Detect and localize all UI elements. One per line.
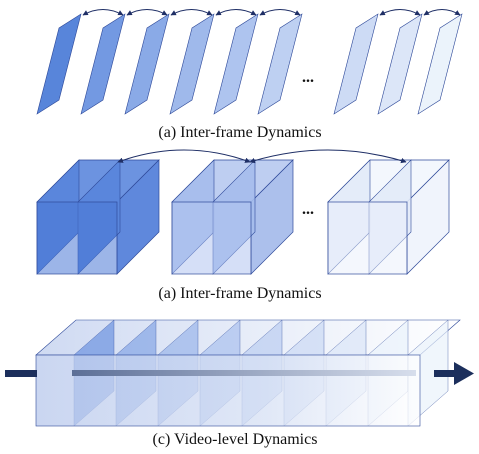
frame-7 xyxy=(333,13,379,115)
curved-double-arrow-icon xyxy=(215,8,257,16)
curved-double-arrow-icon xyxy=(249,149,407,164)
frame-2 xyxy=(80,13,126,115)
right-arrow-icon xyxy=(434,370,456,377)
panel-c-video xyxy=(5,319,474,427)
caption-panel-b: (a) Inter-frame Dynamics xyxy=(158,285,321,302)
clip-3 xyxy=(327,159,450,275)
caption-panel-c: (c) Video-level Dynamics xyxy=(153,431,318,448)
curved-double-arrow-icon xyxy=(117,149,251,163)
curved-double-arrow-icon xyxy=(259,8,301,16)
clip-3-slice-2 xyxy=(368,159,412,275)
frame-6 xyxy=(257,13,303,115)
clip-2-front xyxy=(171,201,252,275)
curved-double-arrow-icon xyxy=(379,8,421,16)
curved-double-arrow-icon xyxy=(170,8,213,16)
clip-1 xyxy=(36,159,160,275)
frame-8 xyxy=(377,13,423,115)
frame-1 xyxy=(36,13,82,115)
curved-double-arrow-icon xyxy=(423,8,461,16)
frame-3 xyxy=(124,13,170,115)
clip-2 xyxy=(171,159,294,275)
panel-b-clips xyxy=(36,149,450,275)
clip-1-front xyxy=(36,201,118,275)
ellipsis-b: ... xyxy=(302,201,314,218)
ellipsis-a: ... xyxy=(302,69,314,86)
right-arrow-head-icon xyxy=(454,362,474,385)
incoming-arrow xyxy=(5,370,37,377)
panel-a-frames xyxy=(36,8,463,115)
clip-3-front xyxy=(327,201,408,275)
video-box-front xyxy=(35,354,421,427)
curved-double-arrow-icon xyxy=(126,8,168,16)
frame-4 xyxy=(169,13,215,115)
frame-9 xyxy=(417,13,463,115)
curved-double-arrow-icon xyxy=(82,8,124,16)
video-flow-bar xyxy=(72,370,416,376)
caption-panel-a: (a) Inter-frame Dynamics xyxy=(158,124,321,141)
frame-5 xyxy=(213,13,259,115)
